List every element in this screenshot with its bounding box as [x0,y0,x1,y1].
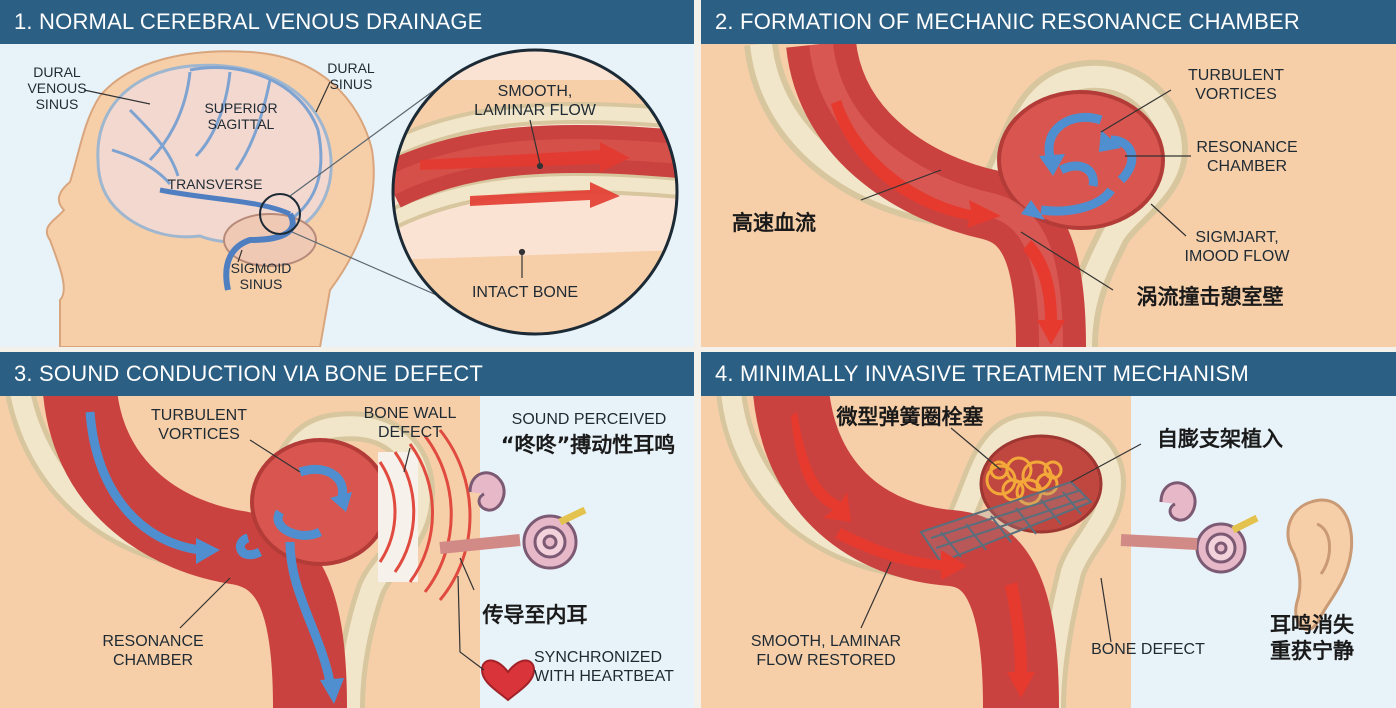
label-sound-perceived: SOUND PERCEIVED [511,411,667,428]
brain [96,63,333,244]
high-speed-arrows [831,100,1065,345]
label-resonance-chamber: RESONANCE CHAMBER [102,633,204,669]
coil-embolization [985,456,1063,506]
sound-waves [378,429,472,601]
label-vortex-impact: 涡流撞击憩室壁 [1136,285,1284,309]
label-turbulent-vortices: TURBULENT VORTICES [1187,67,1284,103]
auditory-nerve [558,506,587,526]
label-superior-sagittal: SUPERIOR SAGITTAL [204,100,278,132]
label-coil-embolization: 微型弹簧圈栓塞 [836,405,984,429]
resonance-chamber-illustration [701,38,1396,347]
panel-resonance-chamber: 2. FORMATION OF MECHANIC RESONANCE CHAMB… [701,0,1396,347]
zoom-line-top [289,85,441,197]
sound-conduction-illustration [0,386,587,708]
panel-normal-drainage: 1. NORMAL CEREBRAL VENOUS DRAINAGE DURAL… [0,0,694,347]
label-turbulent-vortices: TURBULENT VORTICES [150,407,247,443]
panel-title: 3. SOUND CONDUCTION VIA BONE DEFECT [0,352,694,396]
zoom-marker [259,193,301,235]
stent-mesh [919,480,1093,564]
label-high-speed-flow: 高速血流 [732,211,816,235]
label-sigm-flow: SIGMJART, IMOOD FLOW [1184,229,1290,265]
label-sigmoid-sinus: SIGMOID SINUS [230,260,292,292]
normal-drainage-illustration [45,48,679,347]
label-laminar-flow: SMOOTH, LAMINAR FLOW [474,83,596,119]
diverticulum-chamber [250,438,390,566]
auditory-nerve [1231,514,1259,534]
label-stent-implant: 自膨支架植入 [1157,427,1283,451]
panel-title: 2. FORMATION OF MECHANIC RESONANCE CHAMB… [701,0,1396,44]
diverticulum-chamber [997,90,1165,230]
magnified-view [393,50,677,334]
ear-canal [439,534,521,554]
sigmoid-sinus [223,212,296,291]
label-dural-sinus: DURAL SINUS [327,60,375,92]
zoom-line-bottom [291,231,449,301]
label-intact-bone: INTACT BONE [471,284,579,301]
panel-title: 1. NORMAL CEREBRAL VENOUS DRAINAGE [0,0,694,44]
panel-sound-conduction: 3. SOUND CONDUCTION VIA BONE DEFECT TURB… [0,352,694,708]
bone-defect-gap [378,452,418,582]
label-transverse: TRANSVERSE [167,176,263,192]
treatment-illustration [701,387,1354,708]
label-bone-defect: BONE DEFECT [1091,641,1205,658]
panel-treatment: 4. MINIMALLY INVASIVE TREATMENT MECHANIS… [701,352,1396,708]
inner-ear [1159,481,1247,574]
outer-ear [1286,498,1354,632]
label-to-inner-ear: 传导至内耳 [482,603,588,627]
panel-title: 4. MINIMALLY INVASIVE TREATMENT MECHANIS… [701,352,1396,396]
cerebral-veins [111,66,323,222]
ear-canal [1120,534,1198,550]
label-resonance-chamber: RESONANCE CHAMBER [1196,139,1298,175]
laminar-flow-arrows [791,412,1035,698]
inner-ear [468,471,578,570]
label-laminar-restored: SMOOTH, LAMINAR FLOW RESTORED [750,633,902,669]
label-pulsatile-tinnitus: “咚咚”搏动性耳鸣 [500,433,676,457]
label-dural-venous-sinus: DURAL VENOUS SINUS [27,64,87,112]
vortex-arrows [1040,112,1137,216]
heart-icon [480,659,536,702]
label-tinnitus-gone: 耳鸣消失 重获宁静 [1270,613,1354,663]
magnified-border [391,48,679,336]
label-bone-wall-defect: BONE WALL DEFECT [363,405,457,441]
transverse-sinus [159,187,292,217]
label-synchronized-heartbeat: SYNCHRONIZED WITH HEARTBEAT [534,649,674,685]
